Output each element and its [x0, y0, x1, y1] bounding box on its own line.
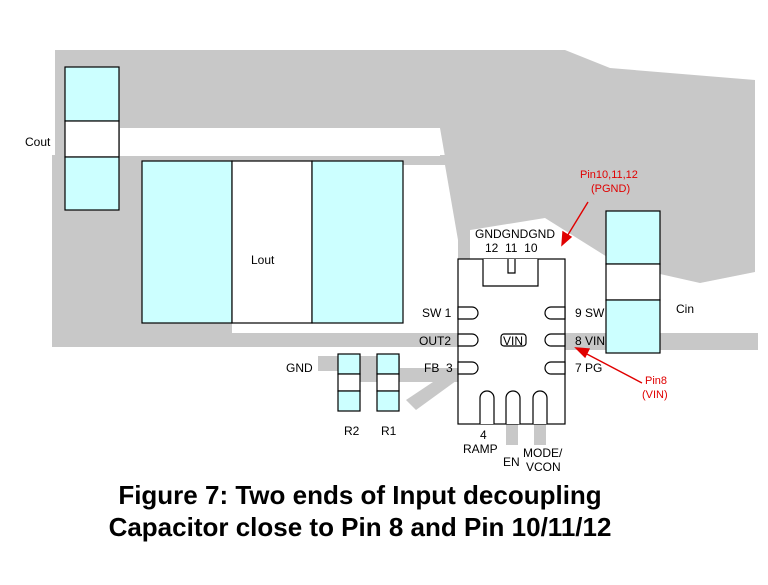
lout-pad-left [141, 160, 233, 324]
cin-body [605, 263, 661, 301]
cin-pad-top [605, 210, 661, 265]
pgnd-annotation-name: (PGND) [591, 183, 631, 195]
pin-4-ramp [479, 390, 495, 424]
lout-inductor [141, 160, 404, 324]
pin-3-label: FB 3 [424, 361, 453, 375]
cout-label: Cout [25, 135, 51, 149]
pin-2-label: OUT2 [419, 334, 452, 348]
r2-resistor [337, 353, 361, 412]
r2-label: R2 [344, 424, 360, 438]
pin-7-pg [544, 361, 566, 375]
figure-caption-line-1: Figure 7: Two ends of Input decoupling [118, 480, 602, 510]
pin-1-label: SW 1 [422, 306, 452, 320]
lout-label: Lout [251, 253, 275, 267]
vin-arrow-line [582, 351, 643, 384]
cin-pad-bottom [605, 299, 661, 354]
pin-4-label: RAMP [463, 442, 498, 456]
pin-4-number: 4 [480, 428, 487, 442]
pin-7-label: 7 PG [575, 361, 603, 375]
pin-1-sw [457, 306, 479, 320]
pin-2-out [457, 333, 479, 347]
cin-label: Cin [676, 302, 695, 316]
center-vin-label: VIN [503, 334, 524, 348]
gnd-label: GND [286, 361, 313, 375]
cout-body [64, 120, 120, 158]
vin-arrow-head [574, 347, 591, 359]
pin-8-label: 8 VIN [575, 334, 606, 348]
r1-label: R1 [381, 424, 397, 438]
figure-caption-line-2: Capacitor close to Pin 8 and Pin 10/11/1… [108, 512, 612, 542]
mode-label: MODE/ [523, 446, 563, 460]
output-clearance [120, 128, 440, 156]
center-vin-pad [500, 333, 527, 347]
ic-package [457, 258, 566, 425]
r2-pad-top [337, 353, 361, 375]
lout-pad-right [311, 160, 404, 324]
pgnd-pad [482, 259, 539, 287]
cin-capacitor [605, 210, 661, 354]
cout-pad-top [64, 66, 120, 122]
pin-3-fb [457, 361, 479, 375]
r1-body [376, 373, 400, 392]
pin-8-vin [544, 333, 566, 347]
pin-9-label: 9 SW [575, 306, 605, 320]
vin-annotation-name: (VIN) [642, 389, 668, 401]
en-label: EN [503, 455, 520, 469]
lout-body [231, 160, 313, 324]
pgnd-annotation-pins: Pin10,11,12 [580, 169, 638, 181]
pin-5-en [505, 390, 521, 424]
vcon-label: VCON [526, 460, 561, 474]
pin-9-sw [544, 306, 566, 320]
cout-capacitor [64, 66, 120, 211]
r1-pad-top [376, 353, 400, 375]
r2-pad-bottom [337, 390, 361, 412]
r2-body [337, 373, 361, 392]
r1-pad-bottom [376, 390, 400, 412]
feedback-diagonal-trace [406, 372, 460, 410]
cout-pad-bottom [64, 156, 120, 211]
gnd-copper-plane [55, 50, 755, 283]
pgnd-arrow-line [565, 201, 589, 239]
r1-resistor [376, 353, 400, 412]
annotation-arrows [561, 201, 643, 384]
pgnd-pin-numbers: 12 11 10 [485, 241, 538, 255]
vin-annotation-pin: Pin8 [645, 375, 668, 387]
pgnd-arrow-head [561, 230, 573, 247]
pin-6-mode [532, 390, 548, 424]
pgnd-pin-names: GNDGNDGND [475, 227, 555, 241]
